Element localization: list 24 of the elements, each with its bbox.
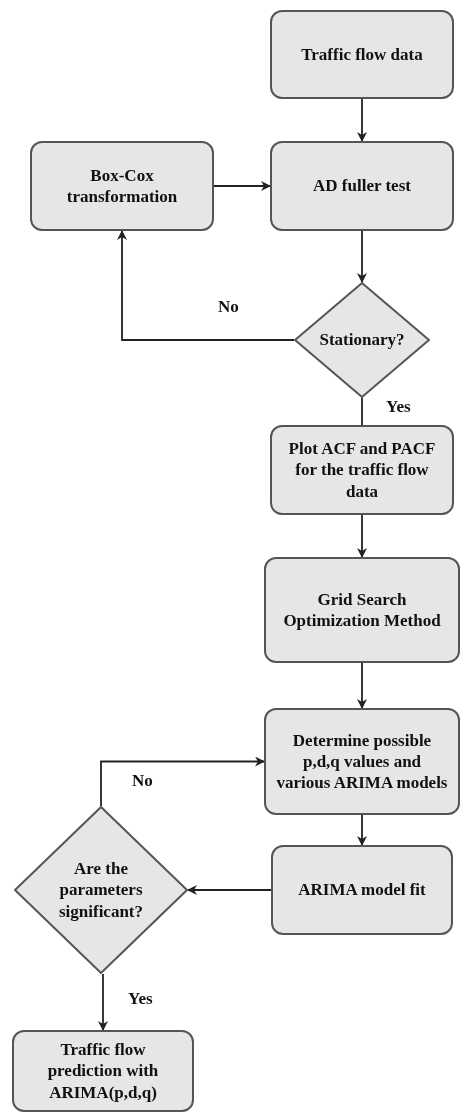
arrow (357, 230, 367, 283)
arrow (100, 756, 265, 807)
process-box: Traffic flow data (270, 10, 454, 99)
arrow (357, 662, 367, 709)
process-box: ARIMA model fit (271, 845, 453, 935)
edge-label: No (130, 772, 155, 789)
process-box: Plot ACF and PACF for the traffic flow data (270, 425, 454, 515)
arrow (357, 514, 367, 558)
process-box: Traffic flow prediction with ARIMA(p,d,q) (12, 1030, 194, 1112)
process-box: Determine possible p,d,q values and various ARIMA models (264, 708, 460, 815)
process-box: AD fuller test (270, 141, 454, 231)
arrow (357, 814, 367, 846)
arrow (213, 181, 271, 191)
edge-label: No (216, 298, 241, 315)
decision-diamond: Are the parameters significant? (14, 806, 188, 974)
decision-diamond: Stationary? (294, 282, 430, 398)
process-box: Box-Cox transformation (30, 141, 214, 231)
edge-label: Yes (126, 990, 155, 1007)
arrow (357, 98, 367, 142)
arrow (117, 230, 295, 341)
arrow (98, 973, 108, 1031)
edge-label: Yes (384, 398, 413, 415)
arrow (187, 885, 272, 895)
process-box: Grid Search Optimization Method (264, 557, 460, 663)
